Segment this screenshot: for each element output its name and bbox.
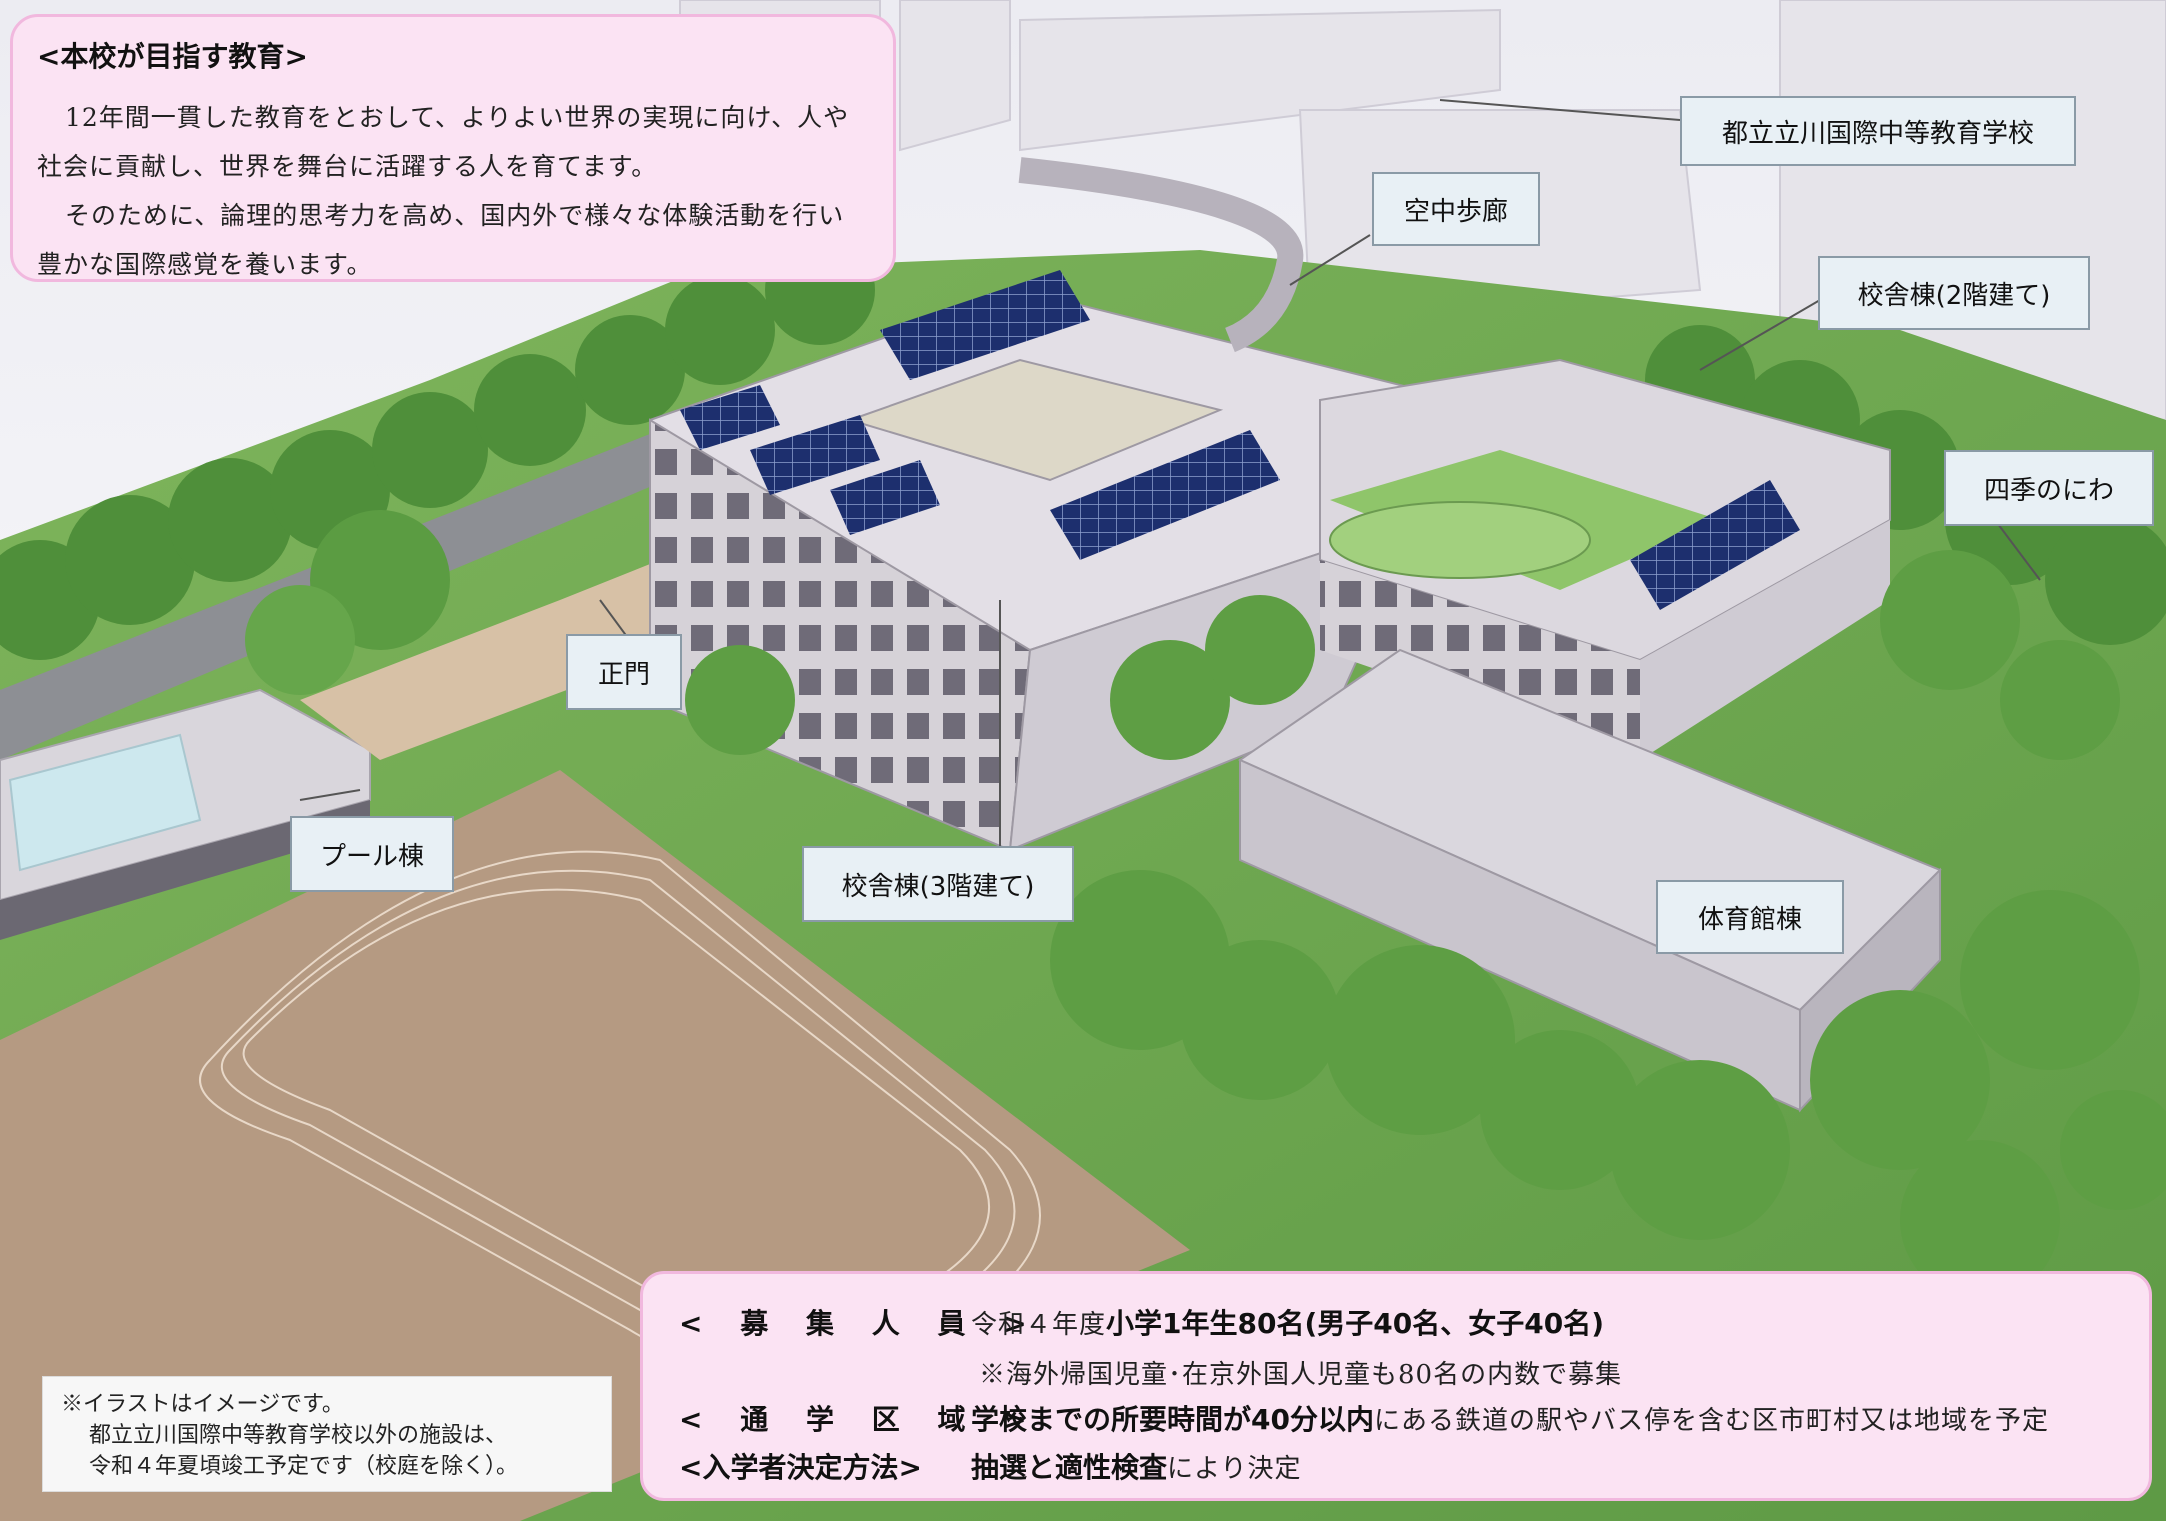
school-building-2f: [1319, 358, 1891, 760]
district-row: < 通 学 区 域 > 学校までの所要時間が40分以内にある鉄道の駅やバス停を含…: [679, 1398, 2049, 1438]
foreground-trees: [685, 550, 2166, 1300]
label-main-gate: 正門: [566, 634, 682, 710]
label-tachikawa-school: 都立立川国際中等教育学校: [1680, 96, 2076, 166]
label-gymnasium: 体育館棟: [1656, 880, 1844, 954]
mission-panel: <本校が目指す教育> 12年間一貫した教育をとおして、よりよい世界の実現に向け、…: [10, 14, 896, 282]
skywalk: [1018, 157, 1304, 353]
label-building-3f: 校舎棟(3階建て): [802, 846, 1074, 922]
label-skywalk: 空中歩廊: [1372, 172, 1540, 246]
mission-line: 12年間一貫した教育をとおして、よりよい世界の実現に向け、人や: [65, 103, 850, 132]
capacity-value: 小学1年生80名(男子40名、女子40名): [1106, 1307, 1604, 1340]
pool-building: [0, 688, 371, 940]
method-bold: 抽選と適性検査: [971, 1451, 1168, 1484]
label-four-seasons-garden: 四季のにわ: [1944, 450, 2154, 526]
label-building-2f: 校舎棟(2階建て): [1818, 256, 2090, 330]
admissions-panel: < 募 集 人 員 > 令和４年度 小学1年生80名(男子40名、女子40名) …: [640, 1271, 2152, 1501]
mission-line: 豊かな国際感覚を養います。: [37, 250, 373, 279]
mission-line: 社会に貢献し、世界を舞台に活躍する人を育てます。: [37, 152, 658, 181]
capacity-row: < 募 集 人 員 > 令和４年度 小学1年生80名(男子40名、女子40名): [679, 1302, 1604, 1342]
method-label: <入学者決定方法>: [679, 1451, 922, 1484]
district-bold: 学校までの所要時間が40分以内: [971, 1403, 1374, 1436]
label-pool-building: プール棟: [290, 816, 454, 892]
mission-line: そのために、論理的思考力を高め、国内外で様々な体験活動を行い: [65, 201, 845, 230]
method-row: <入学者決定方法> 抽選と適性検査により決定: [679, 1446, 1302, 1486]
notes-line: ※イラストはイメージです。: [61, 1392, 344, 1417]
capacity-prefix: 令和４年度: [971, 1310, 1107, 1340]
method-rest: により決定: [1167, 1454, 1302, 1484]
capacity-label: < 募 集 人 員 >: [679, 1307, 1041, 1340]
entrance-plaza: [300, 560, 700, 760]
capacity-note: ※海外帰国児童･在京外国人児童も80名の内数で募集: [979, 1360, 1623, 1390]
illustration-notes: ※イラストはイメージです。 都立立川国際中等教育学校以外の施設は、 令和４年夏頃…: [42, 1376, 612, 1492]
mission-heading: <本校が目指す教育>: [37, 40, 308, 73]
capacity-note-row: ※海外帰国児童･在京外国人児童も80名の内数で募集: [979, 1354, 1622, 1391]
district-label: < 通 学 区 域 >: [679, 1403, 1041, 1436]
notes-line: 都立立川国際中等教育学校以外の施設は、: [89, 1423, 508, 1448]
notes-line: 令和４年夏頃竣工予定です（校庭を除く）。: [89, 1454, 519, 1479]
district-rest: にある鉄道の駅やバス停を含む区市町村又は地域を予定: [1373, 1406, 2049, 1436]
